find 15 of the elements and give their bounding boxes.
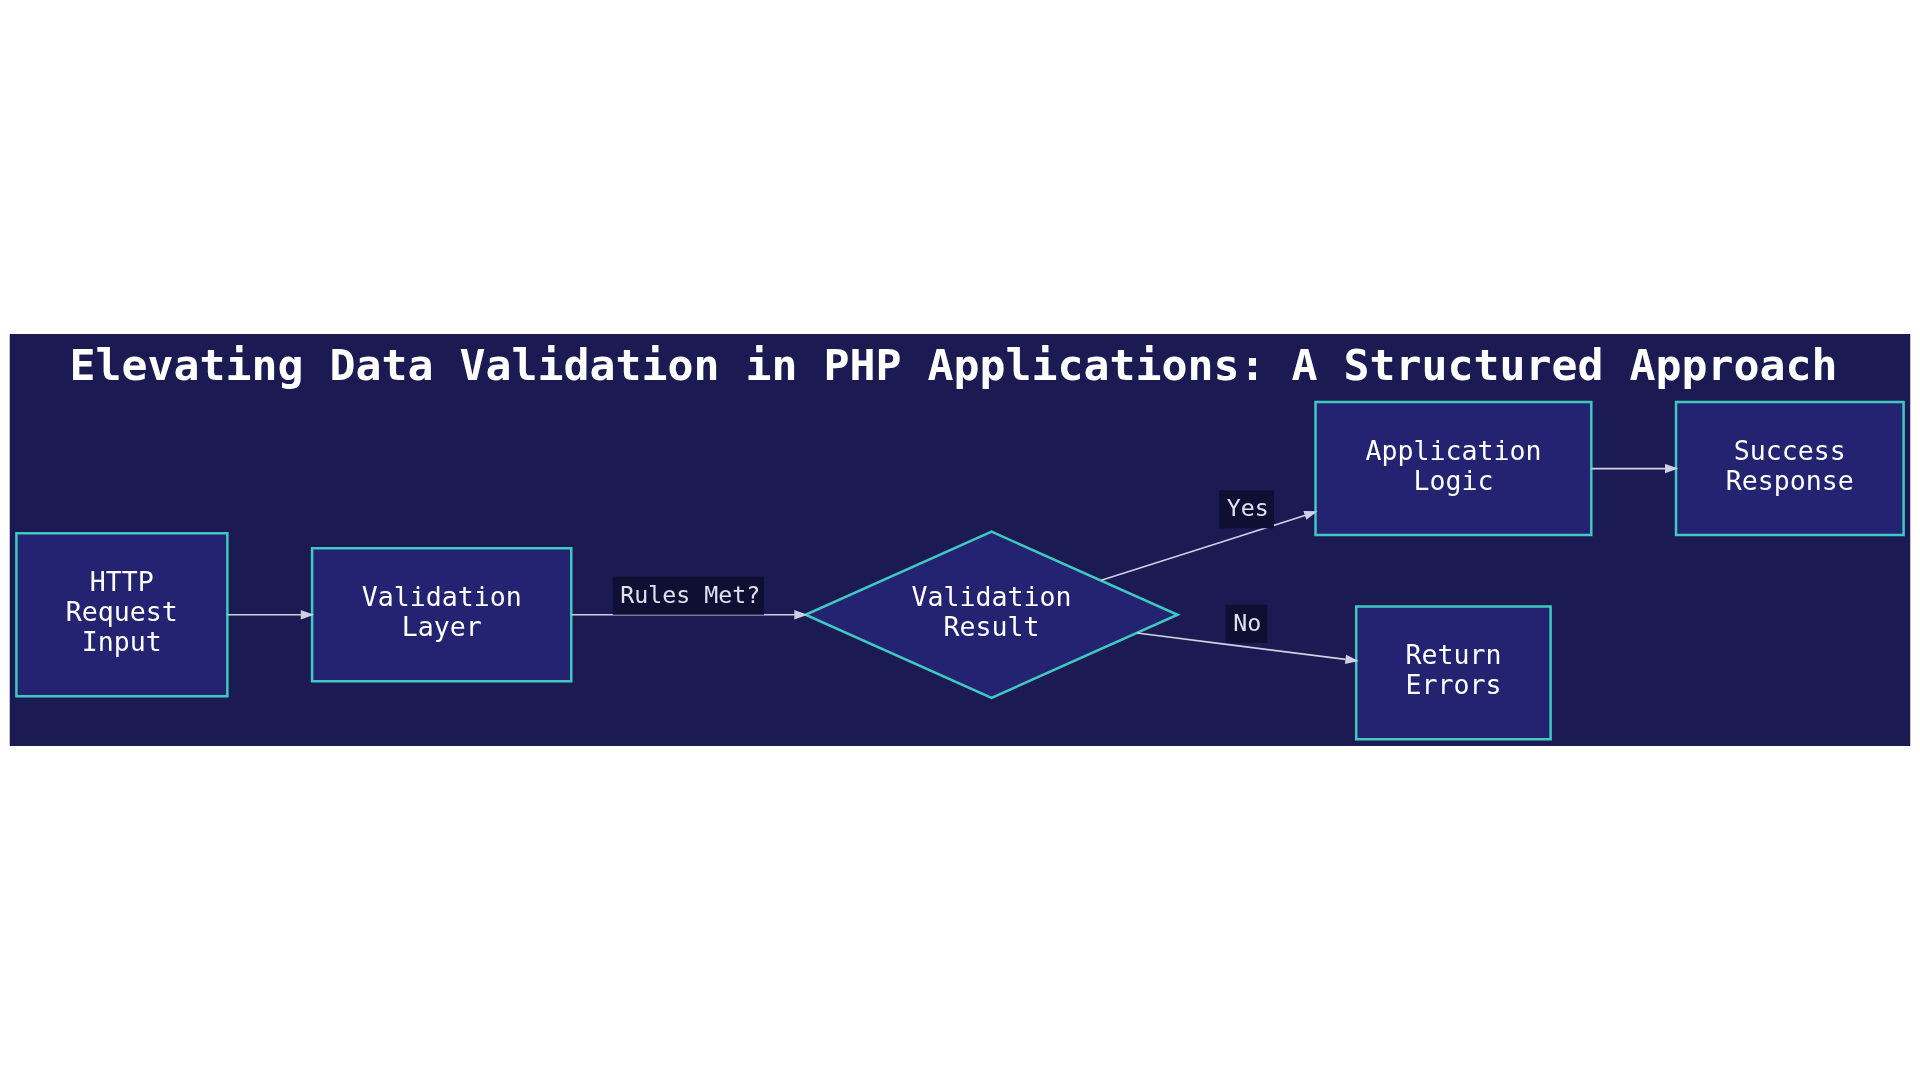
node-box: Application Logic [1314, 400, 1593, 537]
edge-label: No [1233, 608, 1262, 636]
arrow [226, 610, 315, 620]
node-box: Validation Layer [310, 547, 573, 683]
edge-label: Rules Met? [620, 580, 761, 608]
arrow [1590, 463, 1679, 474]
diagram-title: Elevating Data Validation in PHP Applications: A Structured Approach [69, 340, 1838, 391]
arrow [1100, 510, 1318, 582]
arrow [1136, 632, 1359, 665]
node-box: HTTP Request Input [15, 532, 229, 698]
node-diamond: Validation Result [802, 530, 1181, 700]
arrow [570, 610, 808, 620]
node-box: Success Response [1674, 400, 1905, 537]
edge-label: Yes [1226, 494, 1269, 522]
node-box: Return Errors [1354, 605, 1552, 741]
